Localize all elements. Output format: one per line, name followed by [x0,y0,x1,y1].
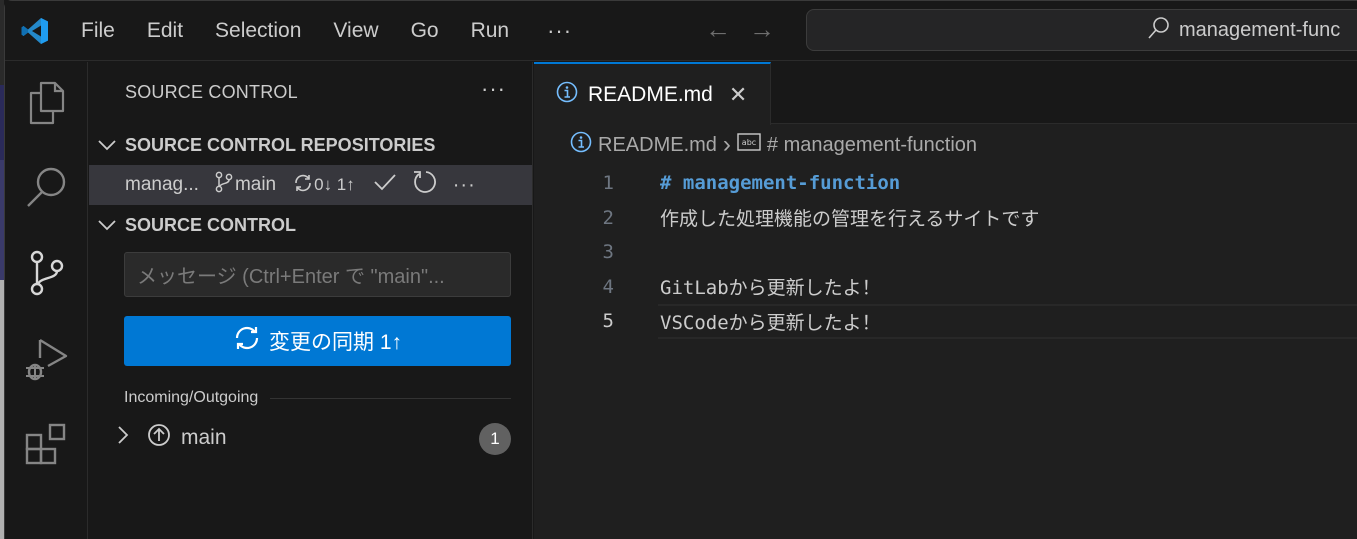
breadcrumb-file[interactable]: README.md [598,133,717,156]
refresh-icon [411,169,437,201]
arrow-right-icon[interactable]: → [749,14,775,44]
commit-message-input[interactable]: メッセージ (Ctrl+Enter で "main"... [124,252,511,297]
chevron-right-icon [117,425,129,451]
line-text: # management-function [660,172,901,195]
tab-label: README.md [588,82,713,106]
code-line: 4 GitLabから更新したよ！ [534,270,1357,305]
desktop-background [0,0,4,539]
search-button[interactable] [5,154,88,224]
extensions-button[interactable] [5,412,88,482]
navigation-controls: ← → [705,14,775,44]
sync-icon [233,326,261,356]
sidebar-title: SOURCE CONTROL [125,82,298,102]
divider-line [270,397,511,399]
sync-changes-label: 変更の同期 1↑ [268,331,402,354]
repository-row[interactable]: manag... main 0↓ 1↑ [89,165,532,205]
menu-file[interactable]: File [81,18,115,42]
branch-name: main [234,174,277,195]
info-icon [556,81,578,109]
incoming-outgoing-label: Incoming/Outgoing [124,389,259,406]
git-branch-icon [215,171,233,199]
breadcrumb-separator: › [722,131,731,158]
tab-readme[interactable]: README.md ✕ [534,62,771,125]
code-line: 1 # management-function [534,166,1357,201]
command-center-search[interactable]: management-func [806,9,1357,51]
refresh-button[interactable] [411,169,437,201]
menu-view[interactable]: View [333,18,379,42]
line-number: 4 [602,275,614,298]
outgoing-branch-name: main [181,426,227,449]
branch-picker[interactable]: main [215,171,276,199]
source-control-button[interactable] [5,240,88,310]
search-icon [25,165,69,214]
code-line: 2 作成した処理機能の管理を行えるサイトです [534,201,1357,236]
chevron-down-icon [89,219,125,231]
check-icon [373,172,397,198]
source-control-section-title: SOURCE CONTROL [125,214,296,235]
sync-icon [292,173,314,198]
activity-bar [5,62,88,539]
repository-name: manag... [125,174,199,195]
outgoing-branch-item[interactable]: main 1 [89,418,532,458]
breadcrumb: README.md › abc # management-function [570,130,983,160]
command-center-text: management-func [1179,18,1341,41]
menu-edit[interactable]: Edit [146,18,184,42]
menu-run[interactable]: Run [470,18,510,42]
code-line-current: 5 VSCodeから更新したよ！ [603,304,1357,339]
line-number: 5 [602,310,614,333]
source-control-section-header[interactable]: SOURCE CONTROL [89,208,532,242]
sync-changes-button[interactable]: 変更の同期 1↑ [124,316,511,366]
debug-icon [24,336,70,387]
string-symbol-icon: abc [737,133,761,157]
menu-go[interactable]: Go [410,18,439,42]
svg-text:abc: abc [742,138,756,147]
explorer-button[interactable] [5,70,88,140]
close-icon[interactable]: ✕ [728,81,748,107]
code-editor[interactable]: 1 # management-function 2 作成した処理機能の管理を行え… [534,166,1357,339]
repositories-section-header[interactable]: SOURCE CONTROL REPOSITORIES [89,128,532,162]
code-line: 3 [534,235,1357,270]
line-text: 作成した処理機能の管理を行えるサイトです [660,208,1040,231]
sync-status-button[interactable]: 0↓ 1↑ [292,173,355,198]
source-control-sidebar: SOURCE CONTROL ··· SOURCE CONTROL REPOSI… [89,62,533,539]
chevron-down-icon [89,139,125,151]
files-icon [27,81,67,130]
line-text: GitLabから更新したよ！ [660,277,881,300]
outgoing-arrow-icon [147,423,171,453]
sync-counts: 0↓ 1↑ [314,175,355,194]
editor-area: README.md ✕ README.md › abc # management… [534,62,1357,539]
line-text: VSCodeから更新したよ！ [660,311,881,334]
incoming-outgoing-divider: Incoming/Outgoing [124,389,511,407]
source-control-icon [27,249,67,302]
breadcrumb-symbol[interactable]: # management-function [766,133,978,156]
menu-selection[interactable]: Selection [215,18,302,42]
extensions-icon [24,422,70,473]
commit-button[interactable] [373,172,397,198]
repository-more-actions-button[interactable]: ··· [452,173,476,196]
arrow-left-icon[interactable]: ← [705,14,731,44]
line-number: 2 [602,206,614,229]
menu-more-button[interactable]: ··· [547,17,573,43]
vscode-window: File Edit Selection View Go Run ··· ← → … [4,0,1357,539]
menu-bar: File Edit Selection View Go Run ··· [65,1,594,60]
repositories-section-title: SOURCE CONTROL REPOSITORIES [125,134,436,155]
info-icon [570,131,592,159]
run-debug-button[interactable] [5,326,88,396]
vscode-logo-icon [5,1,65,61]
line-number: 3 [602,241,614,264]
outgoing-count-badge: 1 [479,423,511,455]
title-bar: File Edit Selection View Go Run ··· ← → … [5,1,1357,61]
tab-bar: README.md ✕ [534,62,1357,125]
line-number: 1 [602,172,614,195]
search-icon [1147,16,1171,45]
sidebar-more-actions-button[interactable]: ··· [481,76,506,101]
